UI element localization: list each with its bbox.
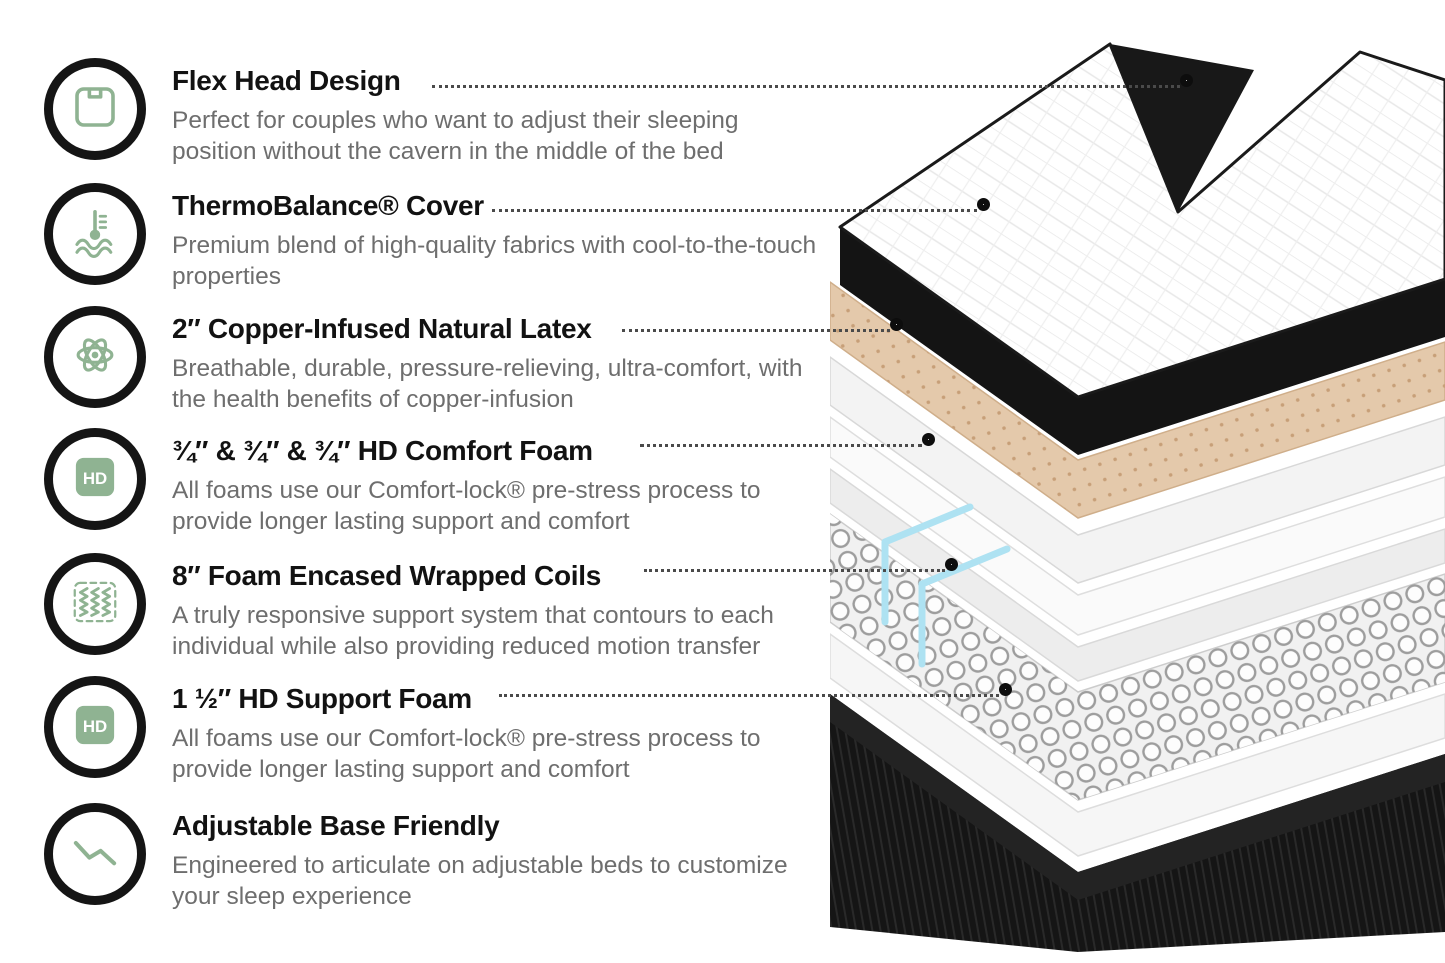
feature-icon-circle: HD xyxy=(44,428,146,530)
feature-title: ¾″ & ¾″ & ¾″ HD Comfort Foam xyxy=(172,435,593,466)
encasement-bracket-icon xyxy=(881,503,974,626)
feature-icon-circle xyxy=(44,58,146,160)
adjustable-base-icon xyxy=(68,825,122,884)
leader-line xyxy=(499,694,999,697)
layer-marker xyxy=(922,433,935,446)
mattress-cutaway-svg xyxy=(830,42,1445,952)
feature-title: ThermoBalance® Cover xyxy=(172,190,484,221)
comfort-foam-layer-2 xyxy=(830,416,1445,636)
hd-badge-label: HD xyxy=(83,716,107,735)
layer-marker xyxy=(977,198,990,211)
atom-icon xyxy=(68,328,122,387)
feature-wrapped-coils: 8″ Foam Encased Wrapped Coils A truly re… xyxy=(44,553,844,662)
hd-badge-label: HD xyxy=(83,468,107,487)
feature-hd-support-foam: HD 1 ½″ HD Support Foam All foams use ou… xyxy=(44,676,844,785)
feature-title: Flex Head Design xyxy=(172,65,401,96)
leader-line xyxy=(644,569,945,572)
feature-description: All foams use our Comfort-lock® pre-stre… xyxy=(172,477,761,536)
feature-flex-head-design: Flex Head Design Perfect for couples who… xyxy=(44,58,844,167)
coils-icon xyxy=(68,575,122,634)
feature-hd-comfort-foam: HD ¾″ & ¾″ & ¾″ HD Comfort Foam All foam… xyxy=(44,428,844,537)
feature-description: Premium blend of high-quality fabrics wi… xyxy=(172,232,817,291)
feature-icon-circle xyxy=(44,183,146,285)
latex-layer-pattern xyxy=(830,282,1445,518)
comfort-foam-layer-1 xyxy=(830,356,1445,584)
feature-adjustable-base: Adjustable Base Friendly Engineered to a… xyxy=(44,803,844,912)
feature-title: 8″ Foam Encased Wrapped Coils xyxy=(172,560,601,591)
leader-line xyxy=(640,444,922,447)
feature-description: Perfect for couples who want to adjust t… xyxy=(172,107,739,166)
foundation-top-face xyxy=(830,694,1445,900)
leader-line xyxy=(492,209,977,212)
feature-title: 2″ Copper-Infused Natural Latex xyxy=(172,313,592,344)
support-foam-layer xyxy=(830,633,1445,857)
hd-badge-icon: HD xyxy=(68,450,122,509)
feature-icon-circle xyxy=(44,803,146,905)
feature-description: Engineered to articulate on adjustable b… xyxy=(172,852,788,911)
foundation-layer xyxy=(830,694,1445,952)
leader-line xyxy=(432,85,1180,88)
feature-icon-circle xyxy=(44,553,146,655)
feature-icon-circle xyxy=(44,306,146,408)
thermometer-icon xyxy=(68,205,122,264)
layer-marker xyxy=(999,683,1012,696)
feature-description: All foams use our Comfort-lock® pre-stre… xyxy=(172,725,761,784)
feature-description: Breathable, durable, pressure-relieving,… xyxy=(172,355,803,414)
feature-description: A truly responsive support system that c… xyxy=(172,602,774,661)
layer-marker xyxy=(1180,74,1193,87)
mattress-side-band xyxy=(840,227,1445,455)
feature-thermobalance-cover: ThermoBalance® Cover Premium blend of hi… xyxy=(44,183,844,292)
mattress-cutaway-illustration xyxy=(830,22,1445,952)
feature-copper-latex: 2″ Copper-Infused Natural Latex Breathab… xyxy=(44,306,844,415)
flex-head-icon xyxy=(68,80,122,139)
hd-badge-icon: HD xyxy=(68,698,122,757)
feature-icon-circle: HD xyxy=(44,676,146,778)
encasement-bracket-icon xyxy=(918,545,1011,668)
coil-layer-pattern xyxy=(830,514,1445,800)
feature-title: Adjustable Base Friendly xyxy=(172,810,500,841)
layer-marker xyxy=(890,318,903,331)
layer-marker xyxy=(945,558,958,571)
leader-line xyxy=(622,329,890,332)
feature-title: 1 ½″ HD Support Foam xyxy=(172,683,472,714)
